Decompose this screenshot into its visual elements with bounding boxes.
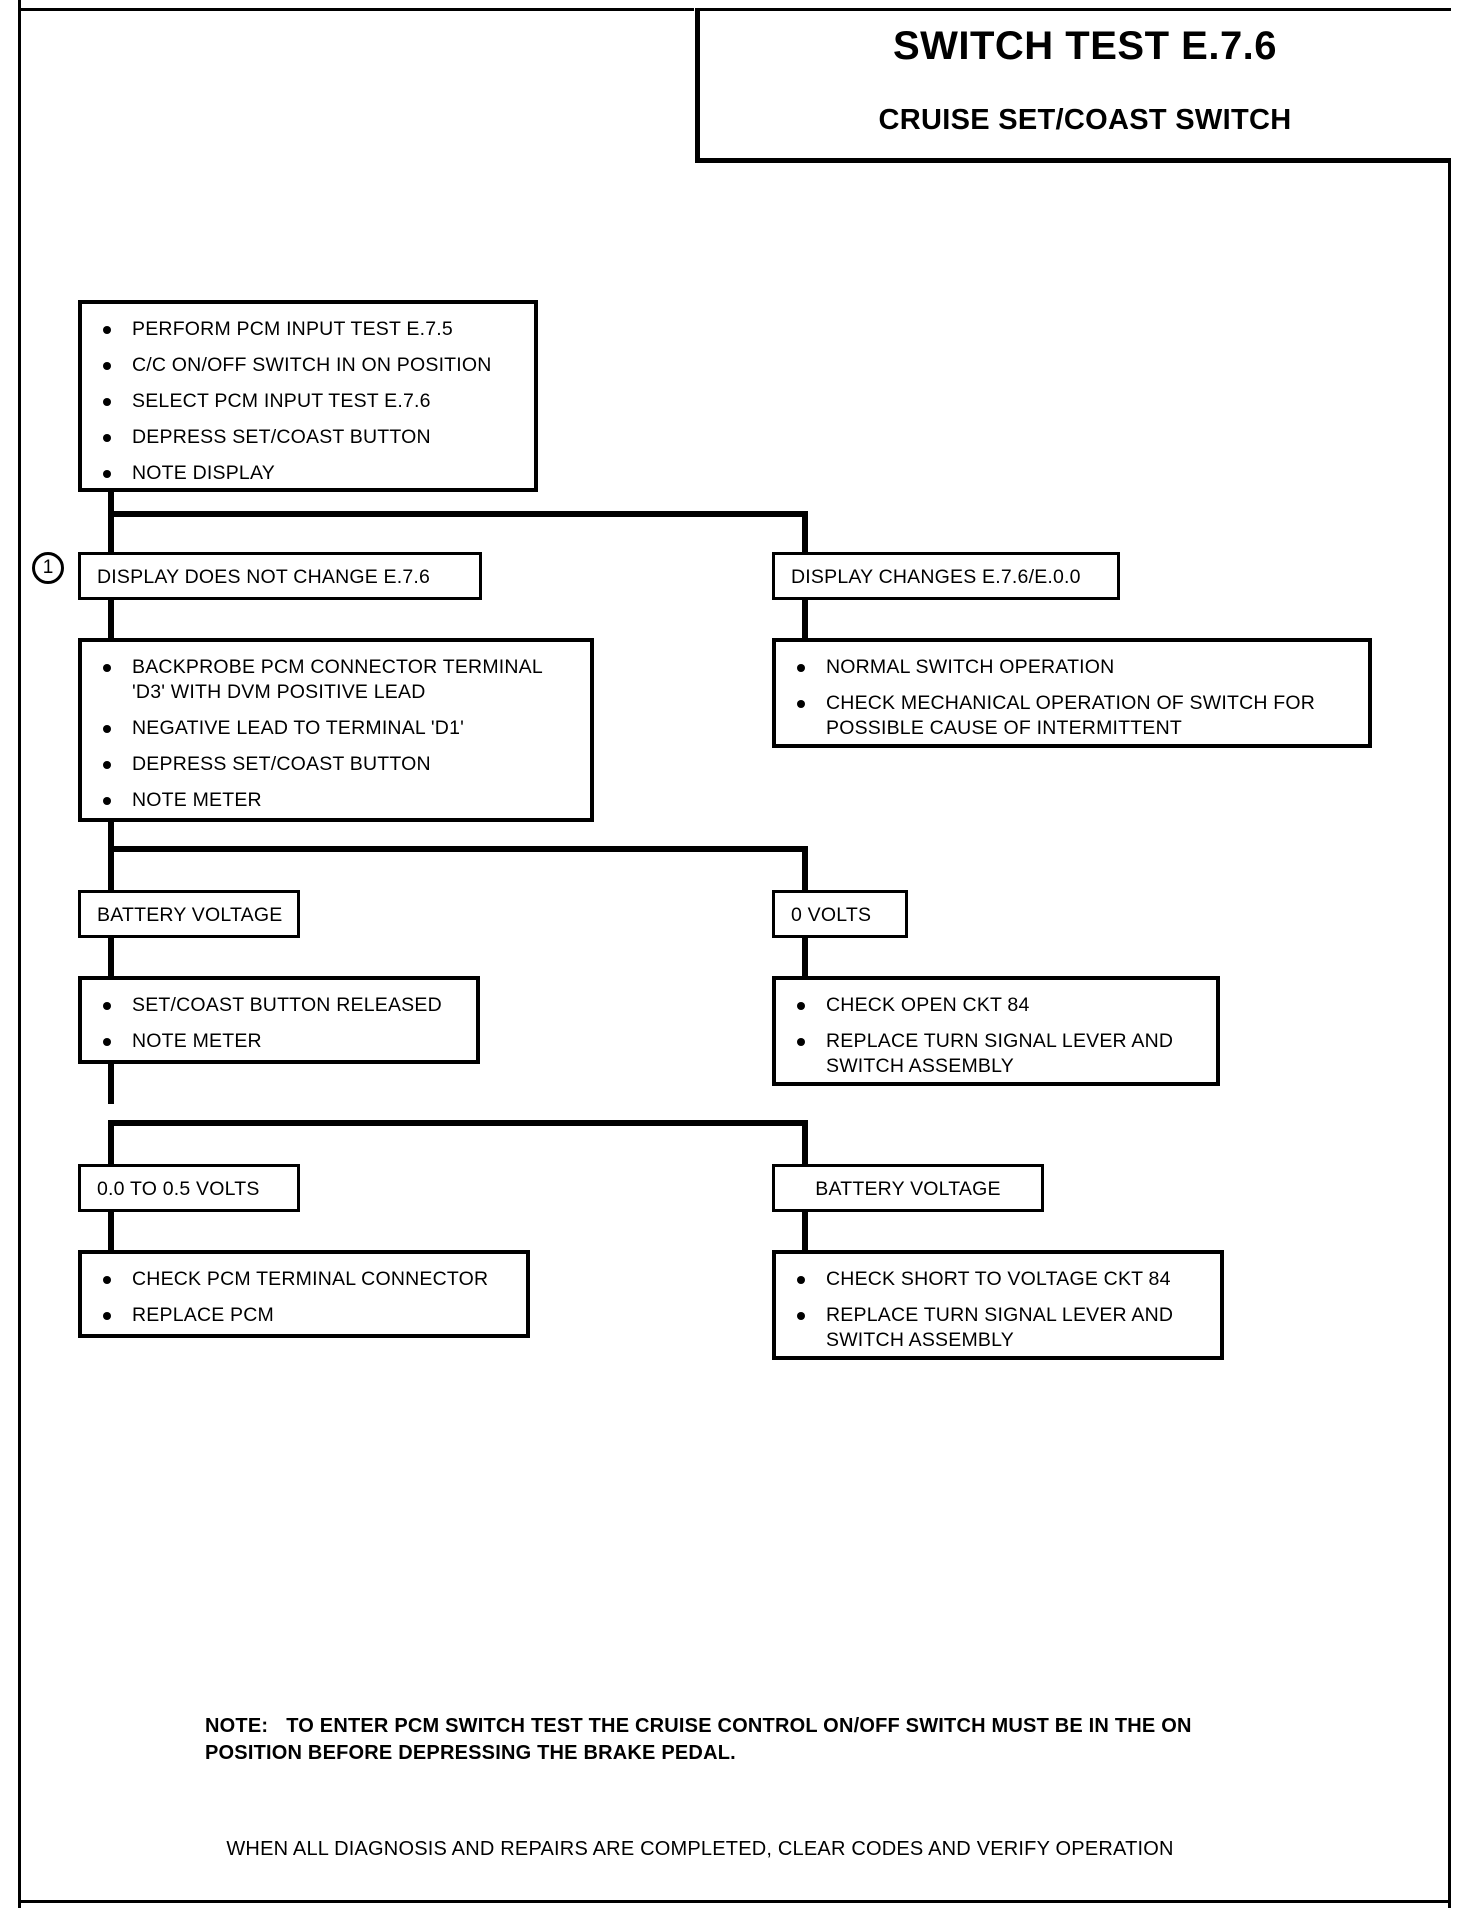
release-button-box: SET/COAST BUTTON RELEASED NOTE METER [78,976,480,1064]
closing-instruction: WHEN ALL DIAGNOSIS AND REPAIRS ARE COMPL… [226,1838,1174,1860]
low-voltage-box: 0.0 TO 0.5 VOLTS [78,1164,300,1212]
connector-line [108,511,808,517]
connector-line [802,1120,808,1166]
zero-volts-label: 0 VOLTS [791,904,872,926]
list-item: CHECK SHORT TO VOLTAGE CKT 84 [788,1267,1210,1292]
connector-line [802,1212,808,1252]
list-item: DEPRESS SET/COAST BUTTON [94,425,524,450]
connector-line [108,600,114,640]
list-item: CHECK MECHANICAL OPERATION OF SWITCH FOR… [788,691,1358,741]
note-text: TO ENTER PCM SWITCH TEST THE CRUISE CONT… [205,1715,1192,1764]
list-item: SELECT PCM INPUT TEST E.7.6 [94,389,524,414]
list-item: NORMAL SWITCH OPERATION [788,655,1358,680]
backprobe-procedure-list: BACKPROBE PCM CONNECTOR TERMINAL 'D3' WI… [94,655,580,813]
connector-line [802,600,808,640]
list-item: C/C ON/OFF SWITCH IN ON POSITION [94,353,524,378]
low-voltage-label: 0.0 TO 0.5 VOLTS [97,1178,260,1200]
pcm-repair-box: CHECK PCM TERMINAL CONNECTOR REPLACE PCM [78,1250,530,1338]
connector-line [108,511,114,556]
backprobe-procedure-box: BACKPROBE PCM CONNECTOR TERMINAL 'D3' WI… [78,638,594,822]
connector-line [108,1064,114,1104]
battery-voltage-box-1: BATTERY VOLTAGE [78,890,300,938]
list-item: NEGATIVE LEAD TO TERMINAL 'D1' [94,716,580,741]
open-circuit-repair-box: CHECK OPEN CKT 84 REPLACE TURN SIGNAL LE… [772,976,1220,1086]
list-item: REPLACE TURN SIGNAL LEVER AND SWITCH ASS… [788,1029,1206,1079]
zero-volts-box: 0 VOLTS [772,890,908,938]
battery-voltage-label-2: BATTERY VOLTAGE [815,1178,1001,1200]
page-title: SWITCH TEST E.7.6 [892,24,1278,68]
list-item: CHECK PCM TERMINAL CONNECTOR [94,1267,516,1292]
display-no-change-label: DISPLAY DOES NOT CHANGE E.7.6 [97,566,431,588]
connector-line [108,1212,114,1252]
note-block: NOTE:TO ENTER PCM SWITCH TEST THE CRUISE… [205,1713,1265,1767]
battery-voltage-box-2: BATTERY VOLTAGE [772,1164,1044,1212]
battery-voltage-label-1: BATTERY VOLTAGE [97,904,283,926]
normal-operation-box: NORMAL SWITCH OPERATION CHECK MECHANICAL… [772,638,1372,748]
list-item: NOTE METER [94,1029,466,1054]
page-border-right [1448,160,1451,1908]
pcm-repair-list: CHECK PCM TERMINAL CONNECTOR REPLACE PCM [94,1267,516,1328]
list-item: BACKPROBE PCM CONNECTOR TERMINAL 'D3' WI… [94,655,580,705]
list-item: CHECK OPEN CKT 84 [788,993,1206,1018]
display-no-change-box: DISPLAY DOES NOT CHANGE E.7.6 [78,552,482,600]
page-subtitle: CRUISE SET/COAST SWITCH [878,104,1292,136]
page-border-left [18,0,21,1908]
short-to-voltage-repair-list: CHECK SHORT TO VOLTAGE CKT 84 REPLACE TU… [788,1267,1210,1353]
list-item: PERFORM PCM INPUT TEST E.7.5 [94,317,524,342]
connector-line [802,846,808,892]
page-border-bottom [18,1900,1451,1903]
initial-procedure-list: PERFORM PCM INPUT TEST E.7.5 C/C ON/OFF … [94,317,524,486]
initial-procedure-box: PERFORM PCM INPUT TEST E.7.5 C/C ON/OFF … [78,300,538,492]
list-item: NOTE METER [94,788,580,813]
connector-line [802,938,808,978]
list-item: DEPRESS SET/COAST BUTTON [94,752,580,777]
reference-marker-1: 1 [32,552,64,584]
connector-line [108,938,114,978]
connector-line [108,1120,114,1166]
normal-operation-list: NORMAL SWITCH OPERATION CHECK MECHANICAL… [788,655,1358,741]
display-changes-box: DISPLAY CHANGES E.7.6/E.0.0 [772,552,1120,600]
connector-line [108,492,114,517]
connector-line [108,822,114,852]
display-changes-label: DISPLAY CHANGES E.7.6/E.0.0 [791,566,1081,588]
list-item: REPLACE TURN SIGNAL LEVER AND SWITCH ASS… [788,1303,1210,1353]
open-circuit-repair-list: CHECK OPEN CKT 84 REPLACE TURN SIGNAL LE… [788,993,1206,1079]
connector-line [108,1120,808,1126]
connector-line [802,511,808,556]
note-label: NOTE: [205,1715,269,1737]
release-button-list: SET/COAST BUTTON RELEASED NOTE METER [94,993,466,1054]
short-to-voltage-repair-box: CHECK SHORT TO VOLTAGE CKT 84 REPLACE TU… [772,1250,1224,1360]
list-item: REPLACE PCM [94,1303,516,1328]
list-item: NOTE DISPLAY [94,461,524,486]
list-item: SET/COAST BUTTON RELEASED [94,993,466,1018]
connector-line [108,846,114,892]
title-block [695,8,1451,163]
connector-line [108,846,808,852]
page-border-top [18,8,694,11]
